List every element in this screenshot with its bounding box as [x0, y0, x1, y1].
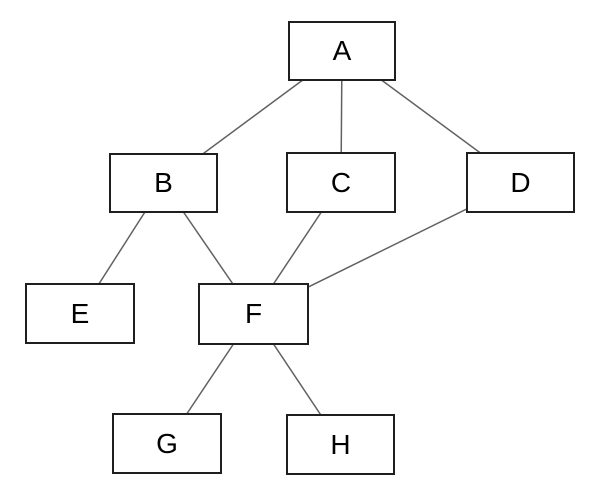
- node-c[interactable]: C: [286, 152, 396, 213]
- node-g[interactable]: G: [112, 413, 222, 474]
- node-f[interactable]: F: [198, 283, 309, 345]
- node-b[interactable]: B: [109, 153, 218, 213]
- node-a-label: A: [332, 35, 352, 66]
- node-h[interactable]: H: [286, 414, 395, 475]
- node-e[interactable]: E: [25, 283, 135, 344]
- node-d-label: D: [510, 166, 531, 198]
- node-a[interactable]: A: [288, 21, 396, 81]
- node-e-label: E: [70, 297, 90, 329]
- node-d[interactable]: D: [466, 152, 575, 213]
- node-f-label: F: [244, 298, 263, 329]
- node-h-label: H: [330, 428, 351, 460]
- node-g-label: G: [156, 427, 178, 459]
- node-c-label: C: [330, 166, 352, 198]
- node-b-label: B: [154, 167, 173, 198]
